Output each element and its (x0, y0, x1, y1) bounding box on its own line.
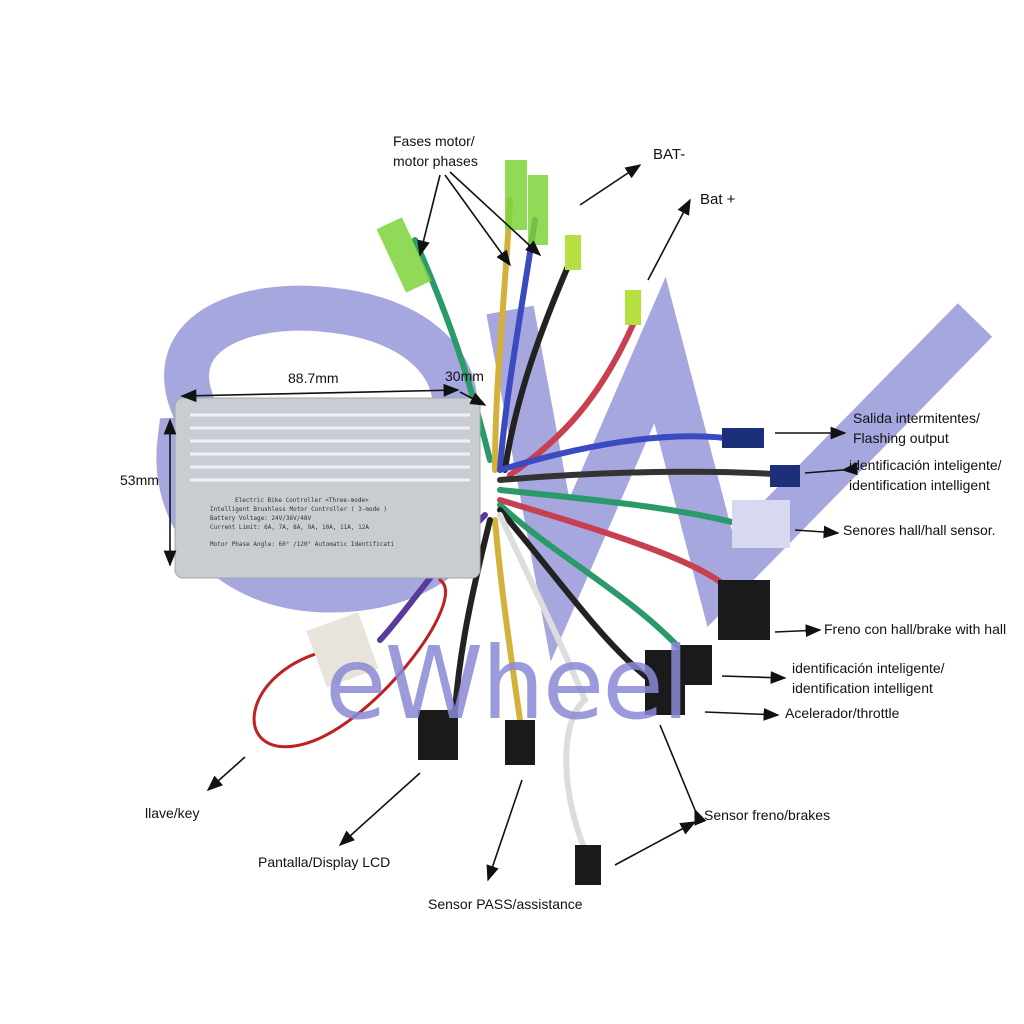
connectors (306, 160, 800, 885)
label-bat-negative: BAT- (653, 146, 686, 163)
label-brake-hall: Freno con hall/brake with hall (824, 621, 1007, 637)
label-smart-identification-2: identificación inteligente/ identificati… (792, 658, 945, 698)
label-hall-sensor: Senores hall/hall sensor. (843, 522, 996, 538)
plate-line: Battery Voltage: 24V/36V/48V (210, 515, 312, 522)
label-line: identificación inteligente/ (792, 660, 945, 676)
label-line: motor phases (393, 153, 478, 169)
label-line: Flashing output (853, 430, 949, 446)
pointer-arrows (163, 164, 858, 882)
plate-line: Current Limit: 6A, 7A, 8A, 9A, 10A, 11A,… (210, 524, 369, 531)
watermark-text: eWheel (325, 625, 690, 742)
dimension-length: 88.7mm (288, 370, 339, 386)
controller-label-plate: Electric Bike Controller <Three-mode> In… (210, 496, 394, 549)
label-line: identification intelligent (849, 477, 990, 493)
label-display: Pantalla/Display LCD (258, 854, 391, 870)
controller-box (174, 397, 481, 579)
label-motor-phases: Fases motor/ motor phases (393, 131, 478, 171)
dimension-width: 30mm (445, 368, 484, 384)
label-key: llave/key (145, 805, 200, 821)
plate-line: Motor Phase Angle: 60° /120° Automatic I… (210, 541, 395, 548)
label-line: identification intelligent (792, 680, 933, 696)
plate-line: Intelligent Brushless Motor Controller (… (210, 506, 388, 513)
plate-line: Electric Bike Controller <Three-mode> (235, 497, 369, 504)
label-pas-sensor: Sensor PASS/assistance (428, 896, 583, 912)
dimension-height: 53mm (120, 472, 159, 488)
wires (252, 197, 793, 853)
label-line: Fases motor/ (393, 133, 475, 149)
label-smart-identification-1: identificación inteligente/ identificati… (849, 455, 1002, 495)
label-flashing-output: Salida intermitentes/ Flashing output (853, 408, 980, 448)
label-line: identificación inteligente/ (849, 457, 1002, 473)
label-line: Salida intermitentes/ (853, 410, 980, 426)
label-throttle: Acelerador/throttle (785, 705, 900, 721)
label-brake-sensor: Sensor freno/brakes (704, 807, 831, 823)
label-bat-positive: Bat + (700, 191, 736, 208)
